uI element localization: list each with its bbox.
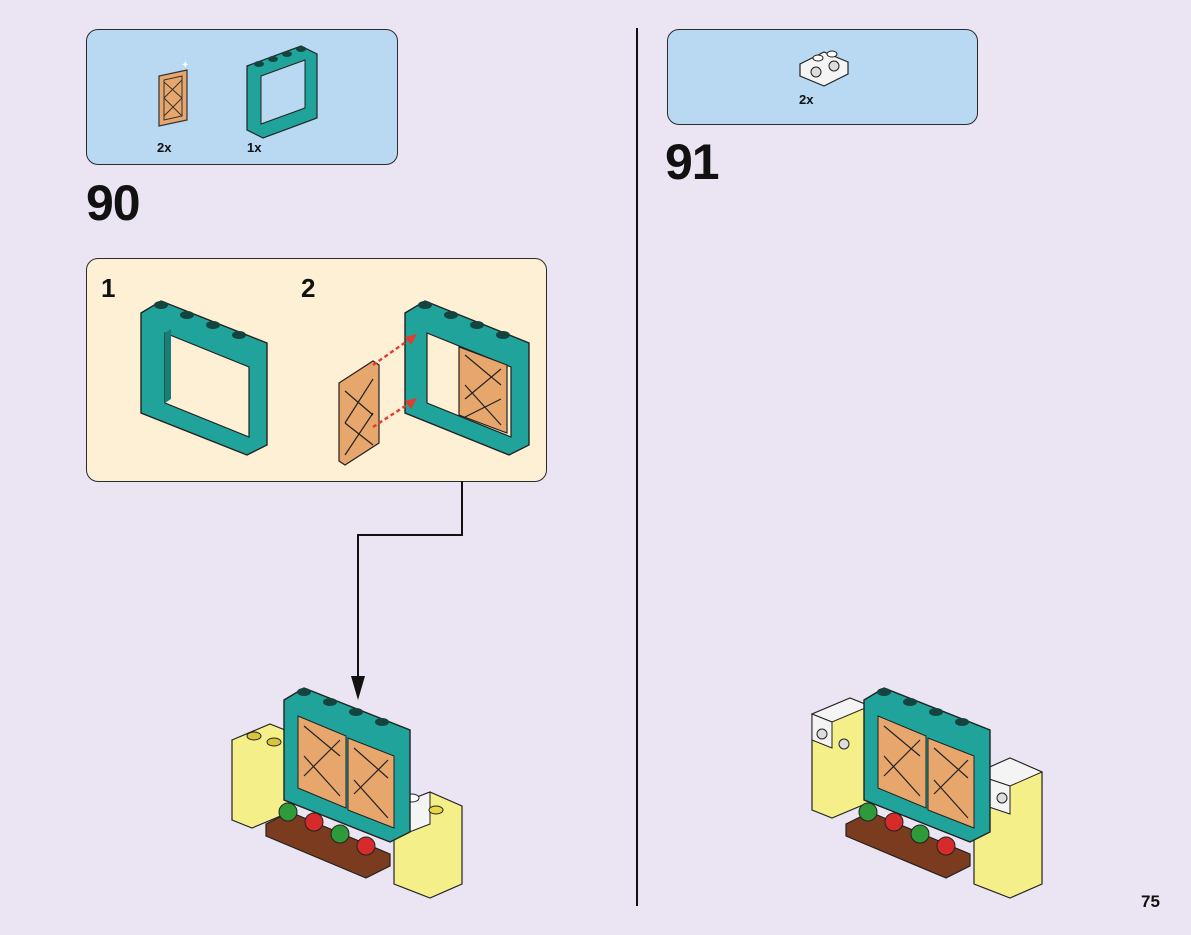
step-90-model-image	[231, 687, 463, 899]
step-91-model-image	[810, 687, 1044, 899]
substep-callout-step-90: 1 2	[86, 258, 547, 482]
window-frame-part-image	[246, 45, 318, 139]
qty-label-frame: 1x	[247, 140, 262, 155]
qty-label-bracket: 2x	[799, 92, 814, 107]
window-shutter-part-image: ✦	[158, 60, 189, 127]
qty-label-shutter: 2x	[157, 140, 172, 155]
parts-callout-step-90: ✦ 2x 1x	[86, 29, 398, 165]
step-number-90: 90	[86, 175, 141, 231]
page-number: 75	[1141, 892, 1160, 911]
substep-label-1: 1	[101, 273, 116, 303]
substep-label-2: 2	[301, 273, 316, 303]
page-divider	[636, 28, 638, 906]
bracket-brick-part-image	[799, 50, 849, 87]
parts-callout-step-91: 2x	[667, 29, 978, 125]
substep-1-frame-image	[140, 300, 268, 456]
substep-2-assembly-image	[338, 300, 530, 466]
svg-text:✦: ✦	[181, 60, 189, 71]
step-number-91: 91	[665, 134, 720, 190]
